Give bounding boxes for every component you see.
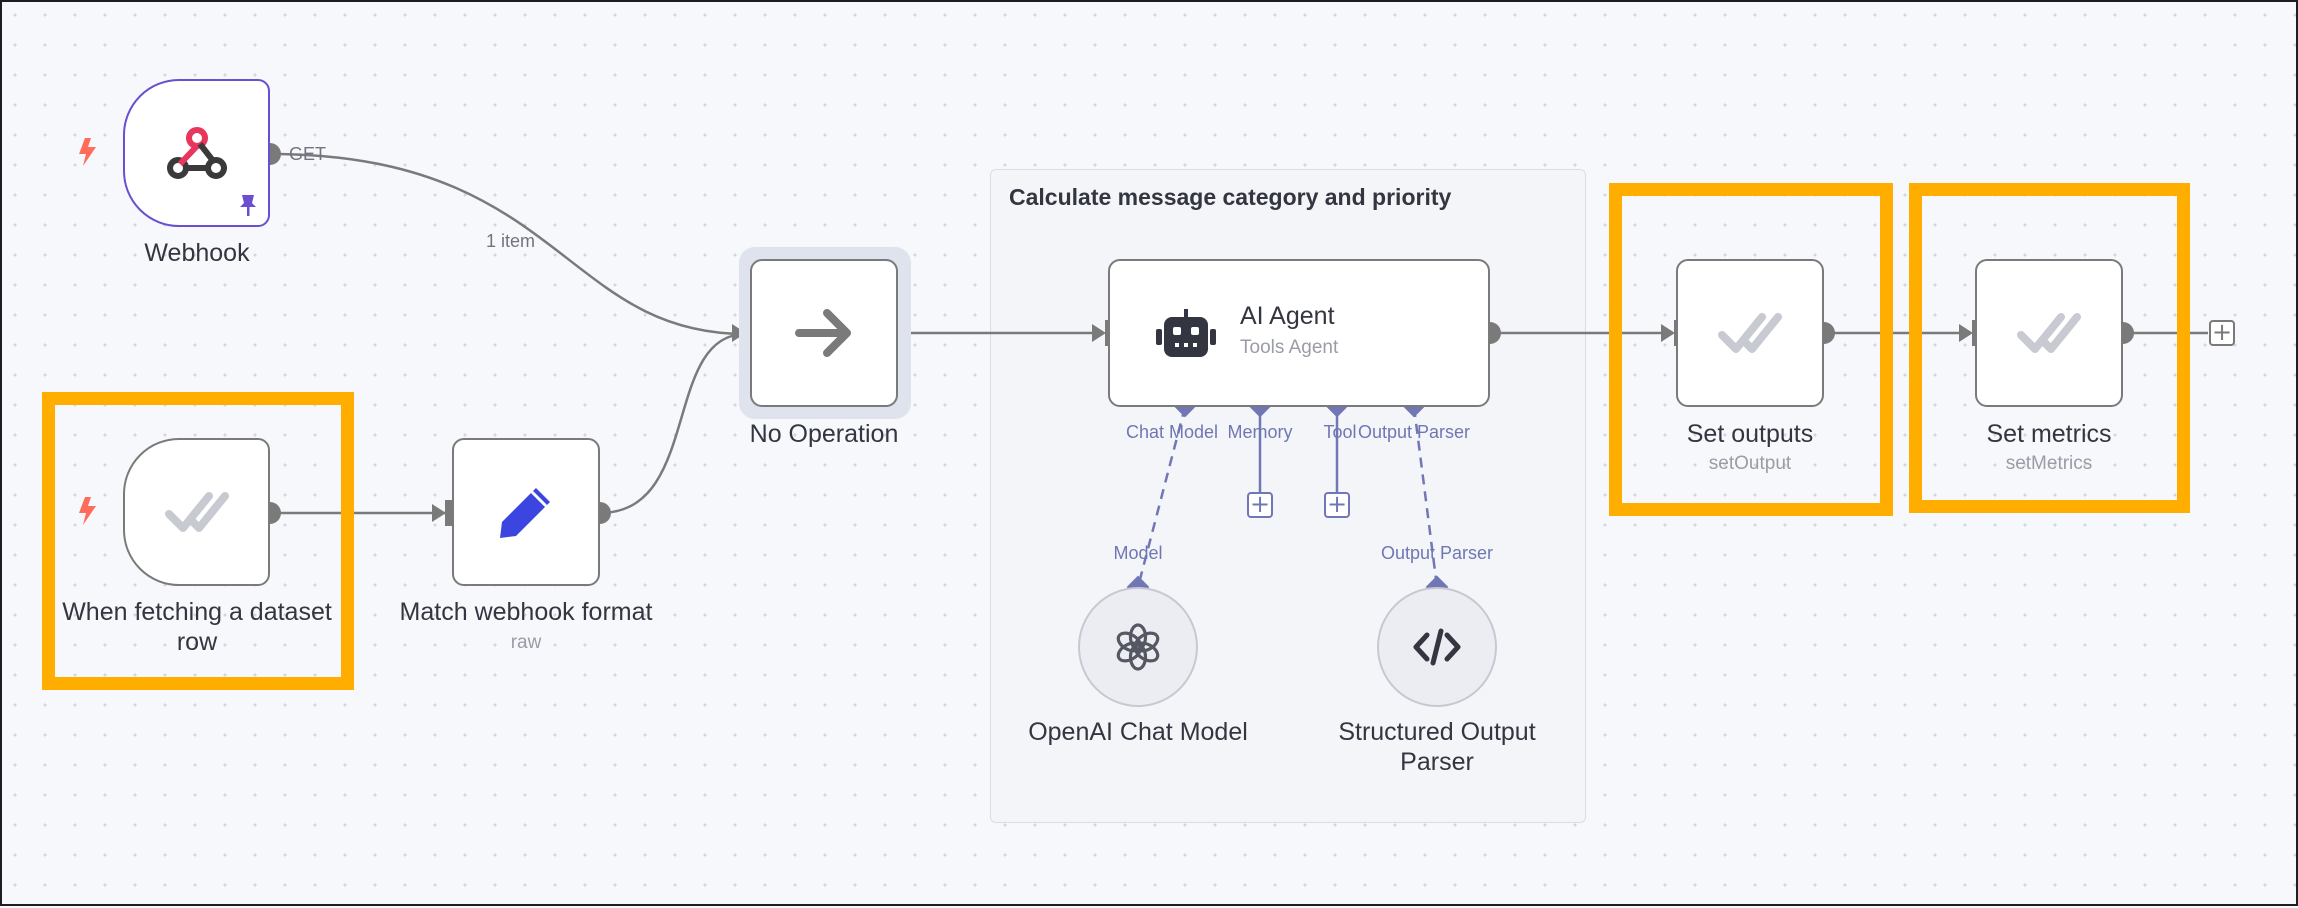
- node-label-dataset-trigger: When fetching a dataset row: [62, 598, 332, 656]
- node-match-webhook[interactable]: [452, 438, 600, 586]
- trigger-bolt-icon: [79, 138, 96, 166]
- double-check-icon: [2017, 313, 2081, 353]
- node-set-outputs[interactable]: [1676, 259, 1824, 407]
- node-label-webhook: Webhook: [144, 239, 250, 267]
- node-label-no-operation: No Operation: [749, 420, 899, 448]
- double-check-icon: [164, 492, 229, 532]
- highlight-box-set-outputs: [1609, 183, 1893, 516]
- port-label-output-parser: Output Parser: [1357, 422, 1471, 442]
- node-openai-chat-model[interactable]: [1078, 587, 1198, 707]
- connection-model-dashed: [1136, 406, 1187, 588]
- trigger-bolt-icon: [79, 497, 96, 525]
- node-no-operation[interactable]: [750, 259, 898, 407]
- arrow-head-match: [432, 504, 446, 522]
- openai-icon: [1116, 623, 1160, 671]
- node-label-set-outputs: Set outputs: [1686, 420, 1814, 448]
- arrow-right-icon: [795, 309, 851, 357]
- ai-agent-text: AI Agent Tools Agent: [1240, 302, 1338, 359]
- edge-label-item-count[interactable]: 1 item: [486, 231, 536, 251]
- node-webhook[interactable]: [123, 79, 270, 227]
- add-memory-button[interactable]: +: [1247, 492, 1273, 518]
- node-label-openai-chat-model: OpenAI Chat Model: [1028, 718, 1248, 746]
- node-ai-agent[interactable]: [1108, 259, 1490, 407]
- double-check-icon: [1718, 313, 1782, 353]
- node-structured-output-parser[interactable]: [1377, 587, 1497, 707]
- node-label-set-metrics: Set metrics: [1986, 420, 2112, 448]
- connection-webhook-noop: [269, 152, 747, 336]
- highlight-box-dataset-trigger: [42, 392, 354, 690]
- port-label-chat-model: Chat Model: [1125, 422, 1219, 442]
- node-label-structured-output-parser: Structured Output Parser: [1338, 718, 1536, 776]
- arrow-head-setoutputs: [1661, 324, 1675, 342]
- connection-match-noop: [599, 332, 747, 515]
- arrow-head-agent: [1092, 324, 1106, 342]
- node-subtitle-match-webhook: raw: [510, 632, 542, 653]
- pencil-icon: [500, 488, 550, 538]
- arrow-head-setmetrics: [1959, 324, 1973, 342]
- port-label-tool: Tool: [1323, 422, 1357, 442]
- robot-icon: [1156, 309, 1216, 357]
- node-subtitle-set-metrics: setMetrics: [2005, 453, 2093, 474]
- sticky-note-title: Calculate message category and priority: [1009, 184, 1452, 210]
- add-tool-button[interactable]: +: [1324, 492, 1350, 518]
- input-handle-match: [445, 500, 453, 526]
- node-label-ai-agent: AI Agent: [1240, 302, 1335, 330]
- add-node-button[interactable]: +: [2209, 320, 2235, 346]
- node-subtitle-set-outputs: setOutput: [1708, 453, 1792, 474]
- port-label-model: Model: [1113, 543, 1163, 563]
- highlight-box-set-metrics: [1909, 183, 2190, 513]
- webhook-icon: [166, 127, 227, 179]
- code-icon: [1413, 628, 1461, 666]
- edge-label-get: GET: [289, 144, 327, 164]
- node-label-match-webhook: Match webhook format: [399, 598, 653, 626]
- port-label-memory: Memory: [1227, 422, 1293, 442]
- node-subtitle-ai-agent: Tools Agent: [1240, 337, 1339, 358]
- node-set-metrics[interactable]: [1975, 259, 2123, 407]
- connection-parser-dashed: [1412, 406, 1439, 588]
- node-dataset-trigger[interactable]: [123, 438, 270, 586]
- port-label-parser-input: Output Parser: [1380, 543, 1494, 563]
- pin-icon[interactable]: [238, 193, 258, 217]
